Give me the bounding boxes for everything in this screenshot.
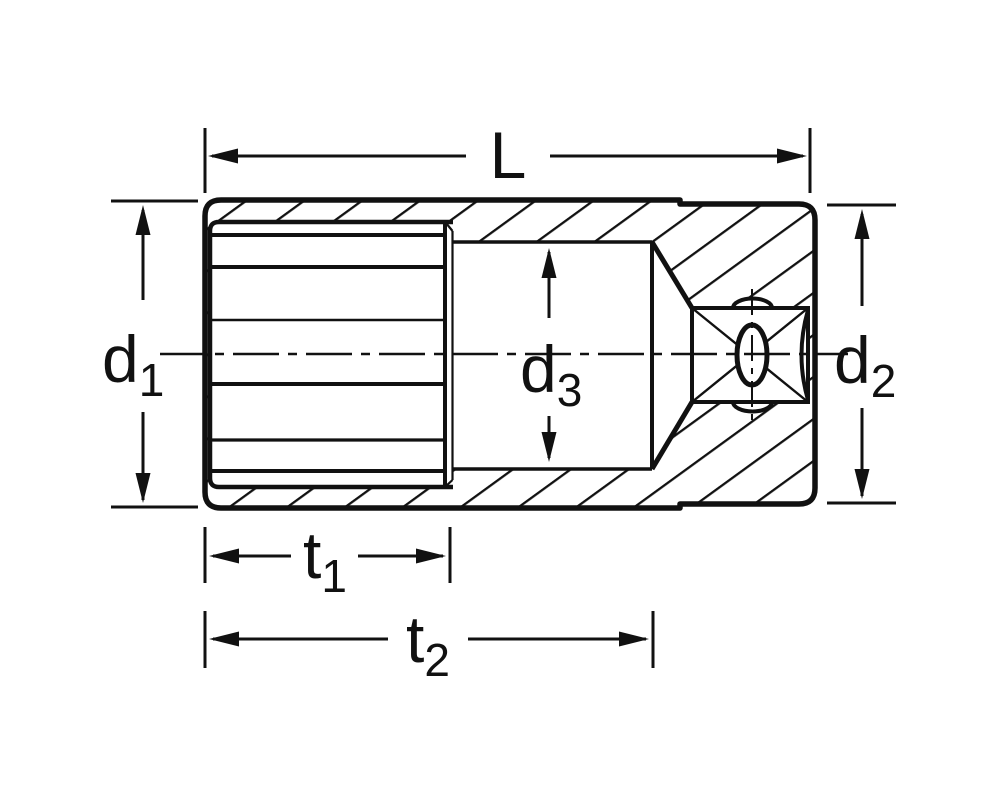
arrowhead-right-icon: [619, 631, 649, 647]
arrowhead-left-icon: [209, 548, 239, 564]
arrowhead-up-icon: [135, 205, 151, 235]
dimensions: [111, 128, 896, 668]
twelve-point-opening: [207, 219, 454, 490]
dim-t1-label: t1: [303, 518, 347, 602]
arrowhead-up-icon: [541, 248, 557, 278]
arrowhead-down-icon: [541, 432, 557, 462]
end-face-chamfer-bottom: [445, 479, 454, 487]
taper-cavity: [652, 242, 692, 469]
dimension-d2: [827, 203, 896, 505]
inner-bore: [453, 240, 695, 471]
body-outline: [202, 197, 818, 511]
arrowhead-up-icon: [854, 209, 870, 239]
dim-d2-label: d2: [834, 323, 896, 407]
dimension-d3: [541, 248, 557, 462]
dimension-L: [203, 128, 812, 193]
dim-L-label: L: [490, 118, 527, 192]
arrowhead-right-icon: [777, 148, 807, 164]
arrowhead-down-icon: [854, 469, 870, 499]
bore-taper-bottom: [649, 400, 695, 471]
arrowhead-right-icon: [416, 548, 446, 564]
dimension-labels: L d1 d2 d3 t1 t2: [102, 118, 896, 686]
bore-cavity: [453, 242, 652, 469]
arrowhead-left-icon: [208, 148, 238, 164]
bore-taper-top: [649, 240, 695, 310]
opening-boundary: [207, 219, 453, 490]
end-face-chamfer-top: [445, 222, 454, 232]
dim-d1-label: d1: [102, 322, 164, 406]
dim-d3-label: d3: [520, 332, 582, 416]
arrowhead-down-icon: [135, 473, 151, 503]
socket-body: [160, 197, 848, 511]
dimension-t1: [203, 527, 452, 583]
dim-t2-label: t2: [406, 602, 450, 686]
dimension-d1: [111, 199, 198, 509]
arrowhead-left-icon: [209, 631, 239, 647]
dimension-t2: [203, 611, 655, 668]
